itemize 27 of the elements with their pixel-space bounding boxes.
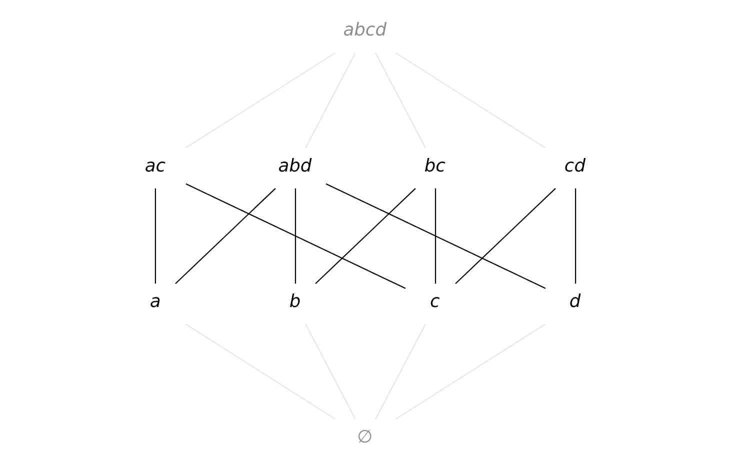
node-text: abcd	[342, 20, 386, 41]
node-text: c	[429, 290, 440, 312]
connector	[374, 324, 426, 420]
connector	[325, 183, 546, 289]
connector	[314, 188, 416, 284]
connector	[394, 324, 546, 420]
connector	[304, 324, 356, 420]
connector	[184, 324, 336, 420]
connector	[185, 183, 406, 289]
connector	[434, 188, 436, 284]
node-text: cd	[564, 155, 585, 176]
node-text: a	[149, 290, 160, 312]
connector	[304, 52, 356, 148]
connector	[184, 52, 336, 148]
connector	[374, 52, 426, 148]
node-text: b	[288, 290, 300, 312]
node-text: abd	[278, 155, 312, 176]
connector	[454, 188, 556, 284]
node-text: d	[568, 290, 580, 312]
connector	[174, 188, 276, 284]
node-text: ac	[144, 155, 166, 176]
connector	[394, 52, 546, 148]
node-text: bc	[424, 155, 445, 176]
connector	[154, 188, 156, 284]
connector	[574, 188, 576, 284]
connector	[294, 188, 296, 284]
node-text: ∅	[356, 426, 372, 448]
